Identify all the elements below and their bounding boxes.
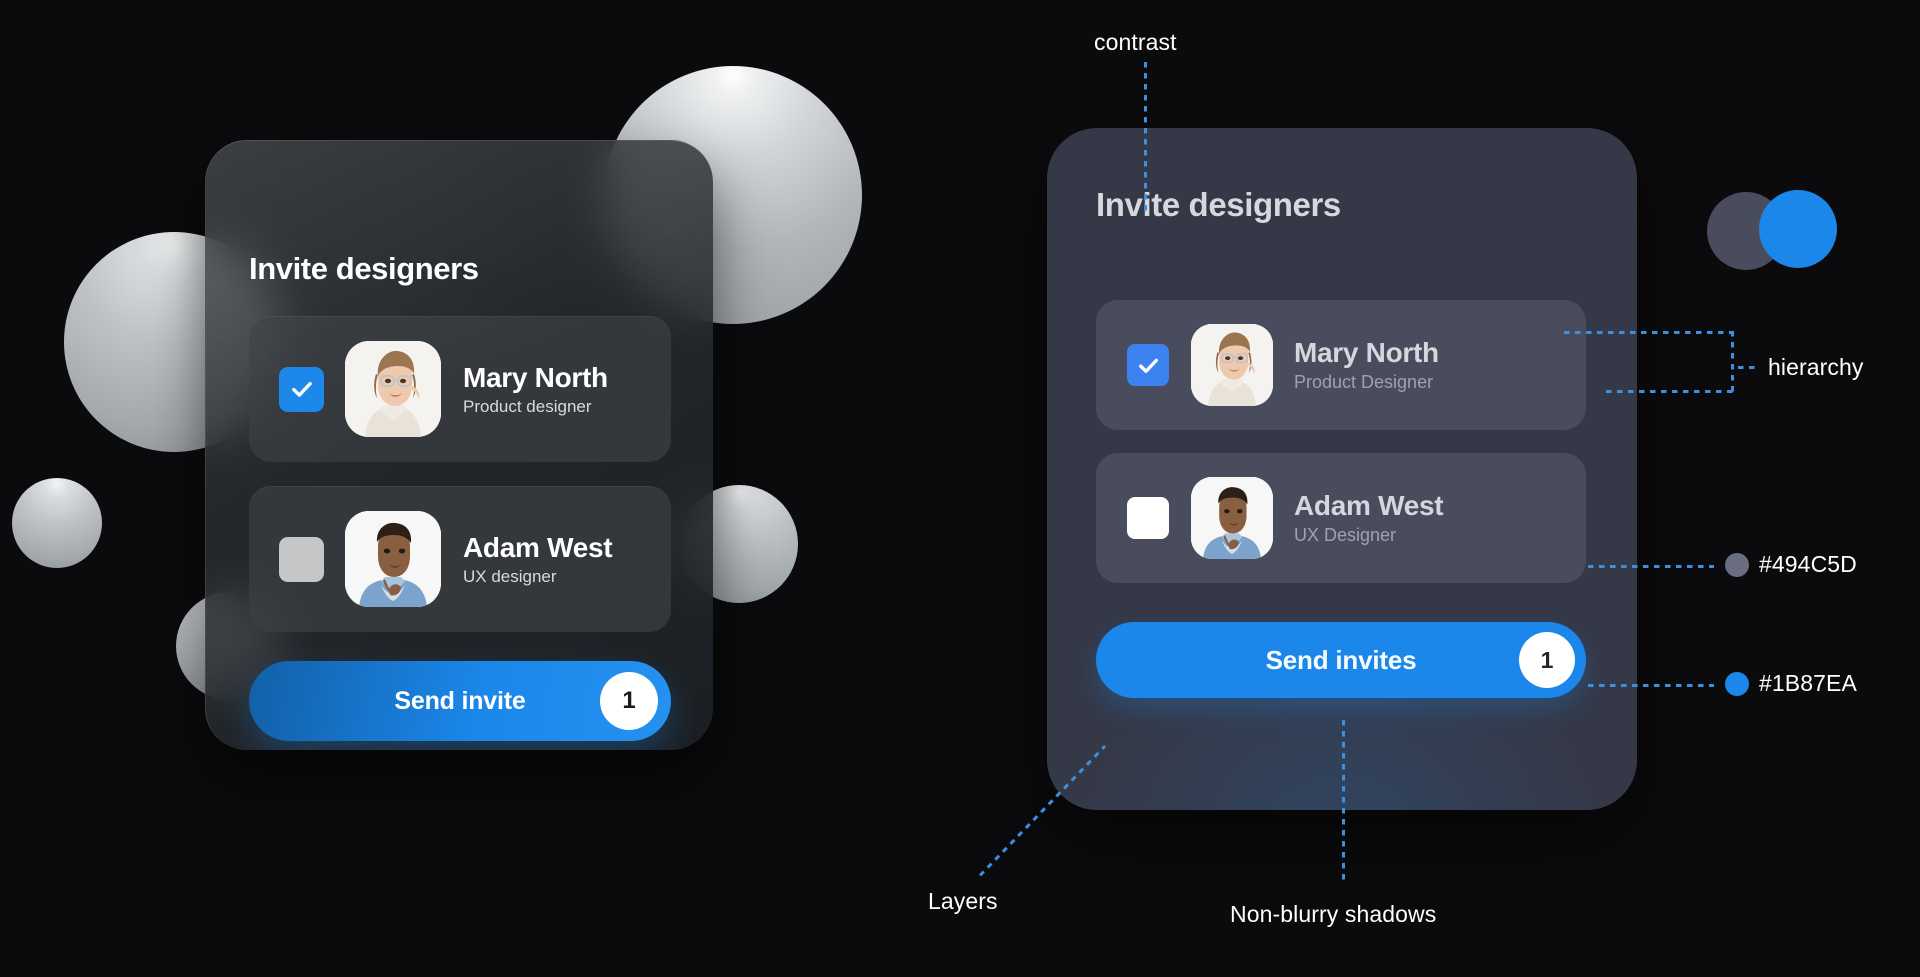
glass-person-row[interactable]: Mary North Product designer xyxy=(249,316,671,462)
glass-person-row[interactable]: Adam West UX designer xyxy=(249,486,671,632)
solid-person-name: Mary North xyxy=(1294,337,1439,369)
glass-person-meta: Mary North Product designer xyxy=(463,361,608,417)
send-invites-count-badge: 1 xyxy=(1519,632,1575,688)
annotation-line-hierarchy-right xyxy=(1731,331,1734,393)
glass-invite-panel: Invite designers xyxy=(205,140,713,750)
checkmark-icon xyxy=(291,382,312,397)
solid-person-role: Product Designer xyxy=(1294,371,1434,392)
glass-person-role: UX designer xyxy=(463,567,557,587)
solid-checkbox-checked[interactable] xyxy=(1127,344,1169,386)
annotation-label-layers: Layers xyxy=(928,888,998,914)
solid-person-name: Adam West xyxy=(1294,490,1444,522)
send-invite-count-badge: 1 xyxy=(600,672,658,730)
annotation-line-hierarchy-top xyxy=(1564,331,1734,334)
glass-person-name: Mary North xyxy=(463,361,608,393)
annotation-line-layers xyxy=(978,744,1107,877)
annotation-line-hierarchy-bottom xyxy=(1606,390,1734,393)
annotation-line-color-gray xyxy=(1588,565,1714,568)
checkmark-icon xyxy=(1138,358,1158,373)
adam-portrait-illustration xyxy=(345,511,441,607)
send-invites-button[interactable]: Send invites 1 xyxy=(1096,622,1586,698)
swatch-dot-blue xyxy=(1725,672,1749,696)
mary-portrait-illustration xyxy=(345,341,441,437)
annotation-line-color-blue xyxy=(1588,684,1714,687)
solid-person-role: UX Designer xyxy=(1294,524,1397,545)
annotation-label-color-gray: #494C5D xyxy=(1759,551,1857,577)
swatch-blue-circle xyxy=(1759,190,1837,268)
send-invite-label: Send invite xyxy=(394,686,526,715)
glass-person-meta: Adam West UX designer xyxy=(463,531,613,587)
glass-checkbox-checked[interactable] xyxy=(279,366,324,412)
solid-person-row[interactable]: Mary North Product Designer xyxy=(1096,300,1586,430)
glass-panel-title: Invite designers xyxy=(249,251,479,286)
annotation-line-contrast xyxy=(1144,62,1147,214)
mary-avatar xyxy=(1191,324,1273,406)
swatch-dot-gray xyxy=(1725,553,1749,577)
annotation-label-contrast: contrast xyxy=(1094,29,1177,55)
solid-person-meta: Adam West UX Designer xyxy=(1294,490,1444,545)
mary-avatar xyxy=(345,341,441,437)
annotation-label-color-blue: #1B87EA xyxy=(1759,670,1857,696)
glass-person-role: Product designer xyxy=(463,397,592,417)
annotation-label-shadows: Non-blurry shadows xyxy=(1230,901,1437,927)
solid-person-row[interactable]: Adam West UX Designer xyxy=(1096,453,1586,583)
annotation-label-hierarchy: hierarchy xyxy=(1768,354,1864,380)
solid-person-meta: Mary North Product Designer xyxy=(1294,337,1439,392)
glass-checkbox-unchecked[interactable] xyxy=(279,536,324,582)
background-sphere-small-bottom-left xyxy=(12,478,102,568)
solid-invite-panel: Invite designers xyxy=(1047,128,1637,810)
mary-portrait-illustration xyxy=(1191,324,1273,406)
solid-checkbox-unchecked[interactable] xyxy=(1127,497,1169,539)
solid-panel-title: Invite designers xyxy=(1096,186,1341,223)
adam-portrait-illustration xyxy=(1191,477,1273,559)
annotation-line-shadows xyxy=(1342,720,1345,884)
send-invites-label: Send invites xyxy=(1265,644,1417,675)
adam-avatar xyxy=(1191,477,1273,559)
glass-person-name: Adam West xyxy=(463,531,613,563)
send-invite-button[interactable]: Send invite 1 xyxy=(249,661,671,741)
annotation-line-hierarchy-stub xyxy=(1738,366,1760,369)
adam-avatar xyxy=(345,511,441,607)
